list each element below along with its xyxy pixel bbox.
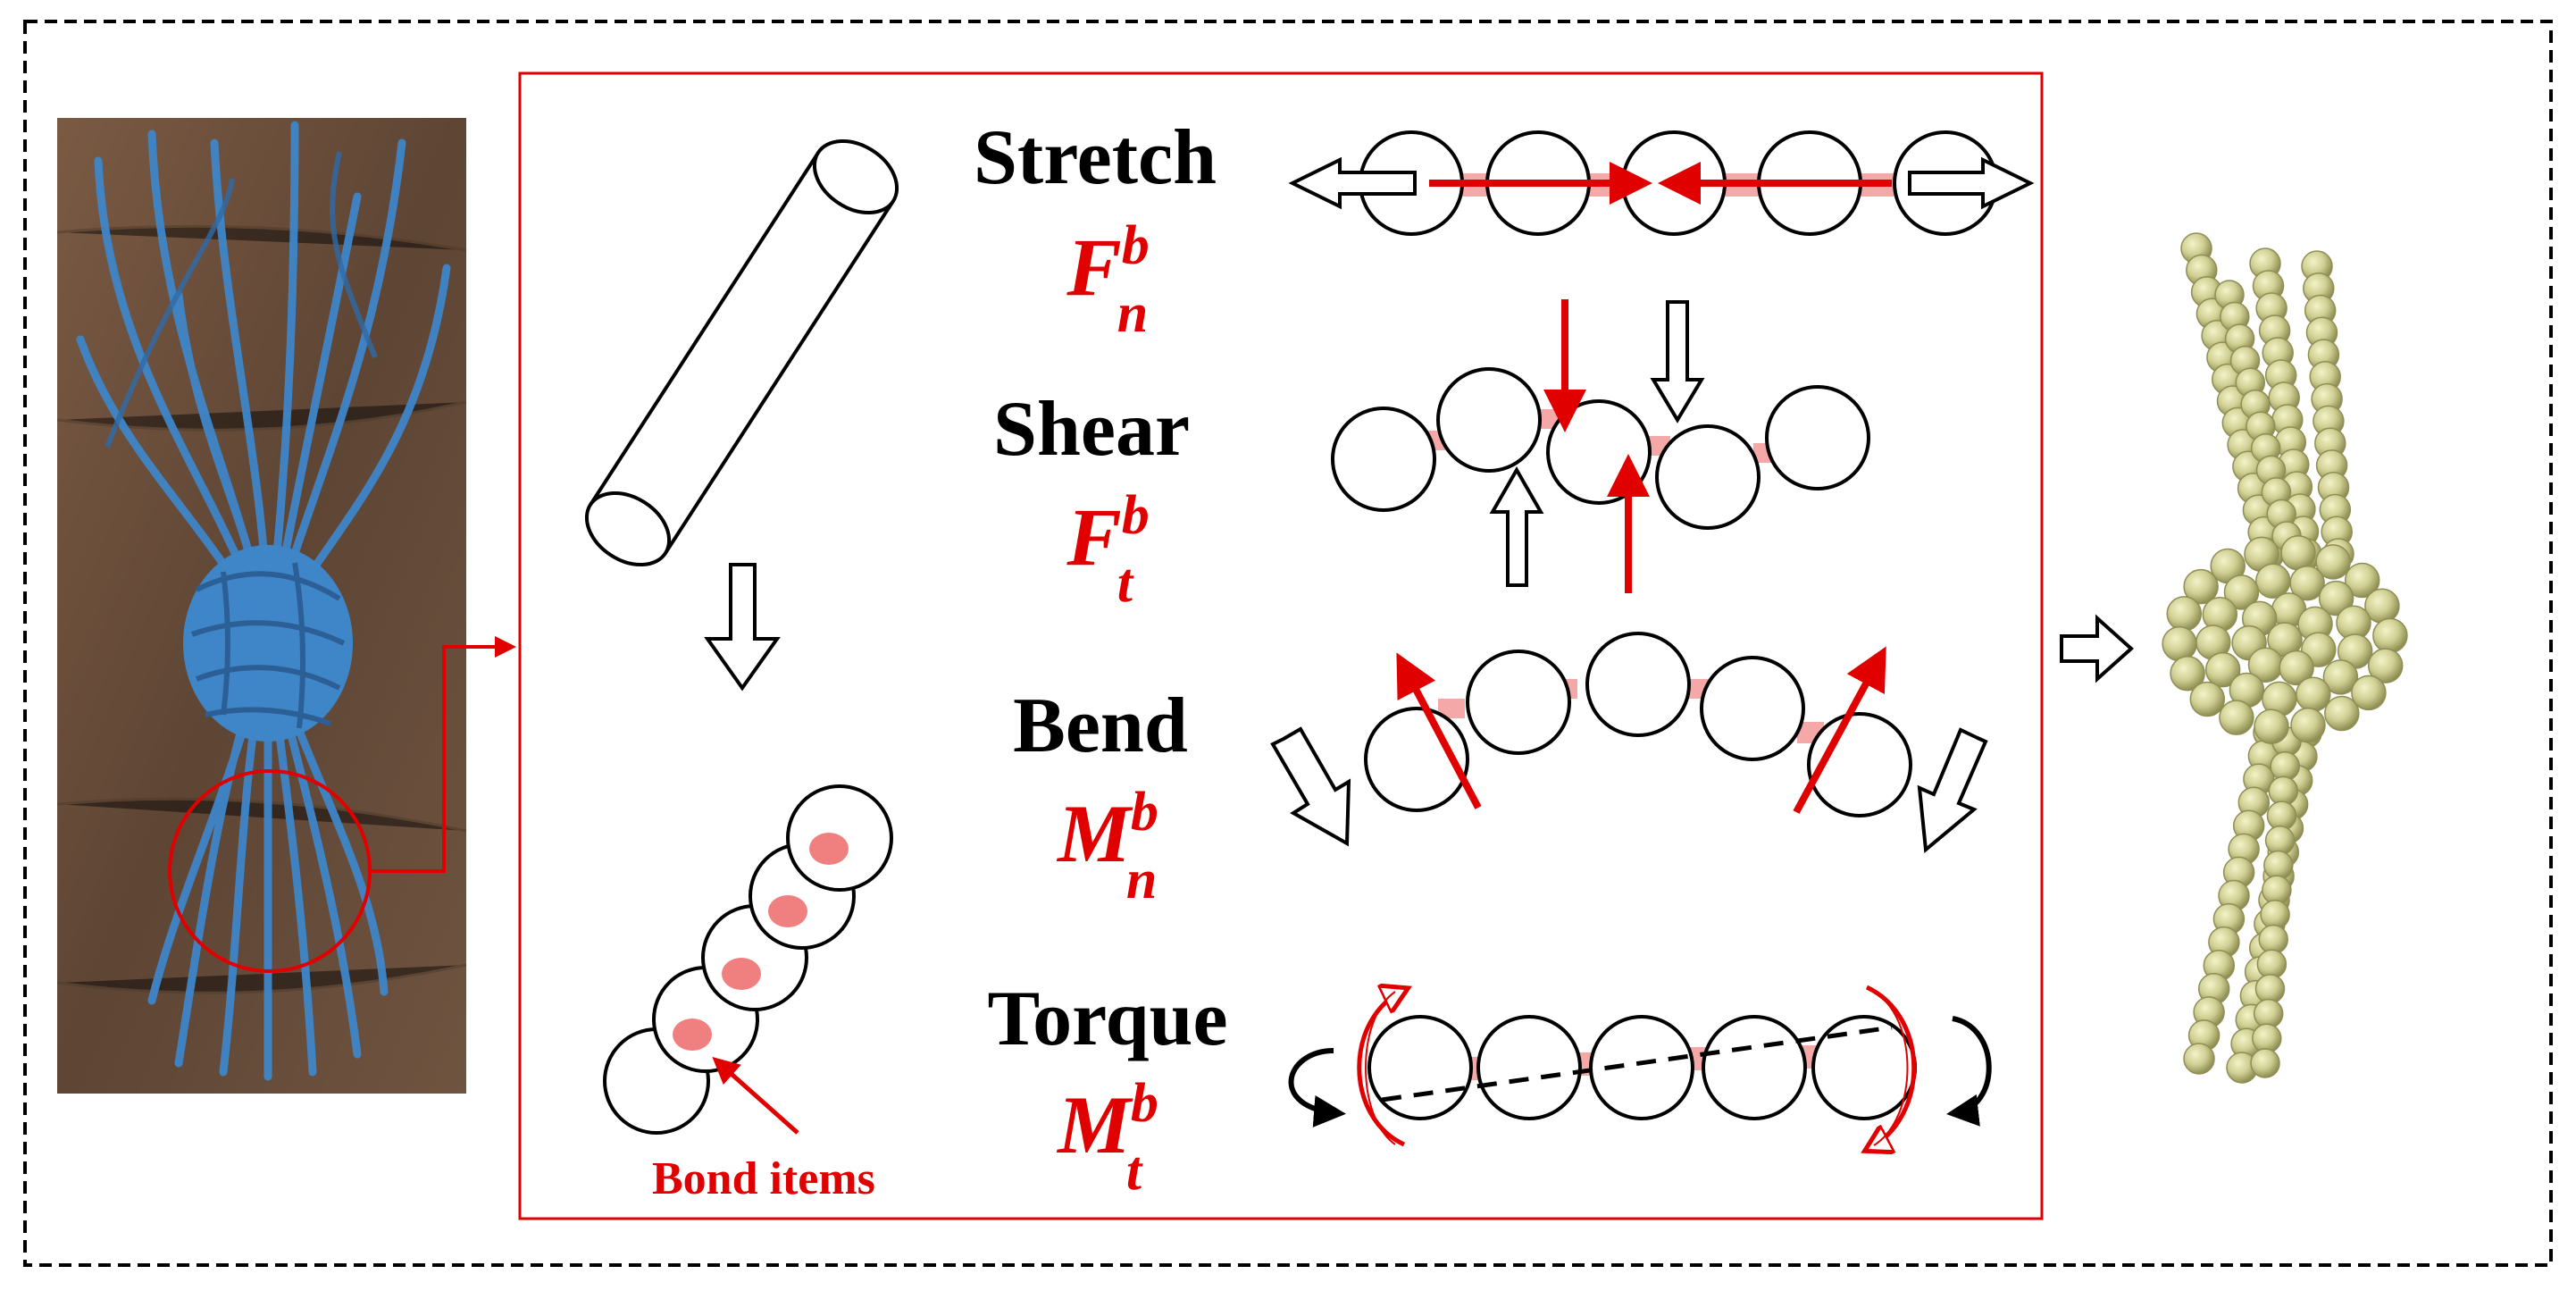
right-hollow-arrow <box>2060 614 2134 683</box>
connector-line <box>370 636 516 873</box>
torque-diagram <box>1288 987 1992 1149</box>
dem-particle <box>2322 659 2359 695</box>
cylinder-sketch <box>584 138 899 567</box>
symbol-shear-sup: b <box>1121 485 1150 547</box>
symbol-stretch-sup: b <box>1121 215 1150 277</box>
dem-particle <box>2250 1048 2280 1078</box>
dem-particle <box>2279 650 2314 686</box>
dem-particle <box>2367 648 2404 683</box>
symbol-torque-sub: t <box>1125 1141 1142 1203</box>
mode-name-torque: Torque <box>987 976 1228 1062</box>
dem-particle <box>2344 562 2380 599</box>
symbol-stretch-sub: n <box>1117 283 1149 345</box>
dem-particle <box>2166 596 2203 632</box>
symbol-bend-sup: b <box>1130 782 1158 843</box>
outer-dashed-frame <box>23 20 2553 1267</box>
dem-particle <box>2289 565 2325 601</box>
dem-particle <box>2183 568 2219 605</box>
symbol-torque-main: M <box>1058 1079 1131 1170</box>
dem-particle <box>2223 574 2260 610</box>
dem-particle <box>2315 544 2351 580</box>
central-panel <box>518 71 2044 1220</box>
dem-particle <box>2255 563 2291 599</box>
bond-items-pointer <box>712 1057 799 1135</box>
dem-particle <box>2296 676 2331 712</box>
dem-particle <box>2372 617 2408 654</box>
mode-symbol-stretch: Fbn <box>960 218 1228 341</box>
dem-particle-model <box>2162 232 2408 1084</box>
symbol-shear-main: F <box>1066 491 1122 583</box>
dem-particle <box>2204 651 2241 688</box>
symbol-bend-main: M <box>1058 788 1131 879</box>
mode-symbol-torque: Mbt <box>960 1076 1228 1199</box>
dem-particle <box>2280 535 2316 571</box>
hollow-down-arrow <box>704 563 781 692</box>
dem-particle <box>2254 708 2289 744</box>
dem-particle <box>2290 707 2326 743</box>
mode-name-bend: Bend <box>1013 683 1188 769</box>
dem-particle <box>2170 656 2205 692</box>
dem-particle <box>2351 675 2387 711</box>
bend-diagram <box>1270 632 1988 853</box>
shear-diagram <box>1331 299 1870 593</box>
symbol-stretch-main: F <box>1066 222 1122 313</box>
dem-particle <box>2189 681 2226 717</box>
bonded-particle-chain <box>603 784 893 1135</box>
dem-particle <box>2318 580 2354 616</box>
rope-photo <box>56 118 467 1094</box>
mode-name-stretch: Stretch <box>973 114 1217 201</box>
mode-symbol-shear: Fbt <box>960 488 1228 611</box>
symbol-shear-sub: t <box>1117 553 1133 615</box>
mode-symbol-bend: Mbn <box>960 784 1228 908</box>
symbol-torque-sup: b <box>1130 1073 1158 1135</box>
dem-particle <box>2324 695 2360 732</box>
bond-items-label: Bond items <box>652 1153 875 1204</box>
stretch-diagram <box>1288 130 2035 236</box>
mode-name-shear: Shear <box>993 386 1190 473</box>
dem-particle <box>2183 1043 2215 1075</box>
dem-particle <box>2162 625 2197 662</box>
symbol-bend-sub: n <box>1125 850 1158 911</box>
dem-particle <box>2219 700 2254 735</box>
